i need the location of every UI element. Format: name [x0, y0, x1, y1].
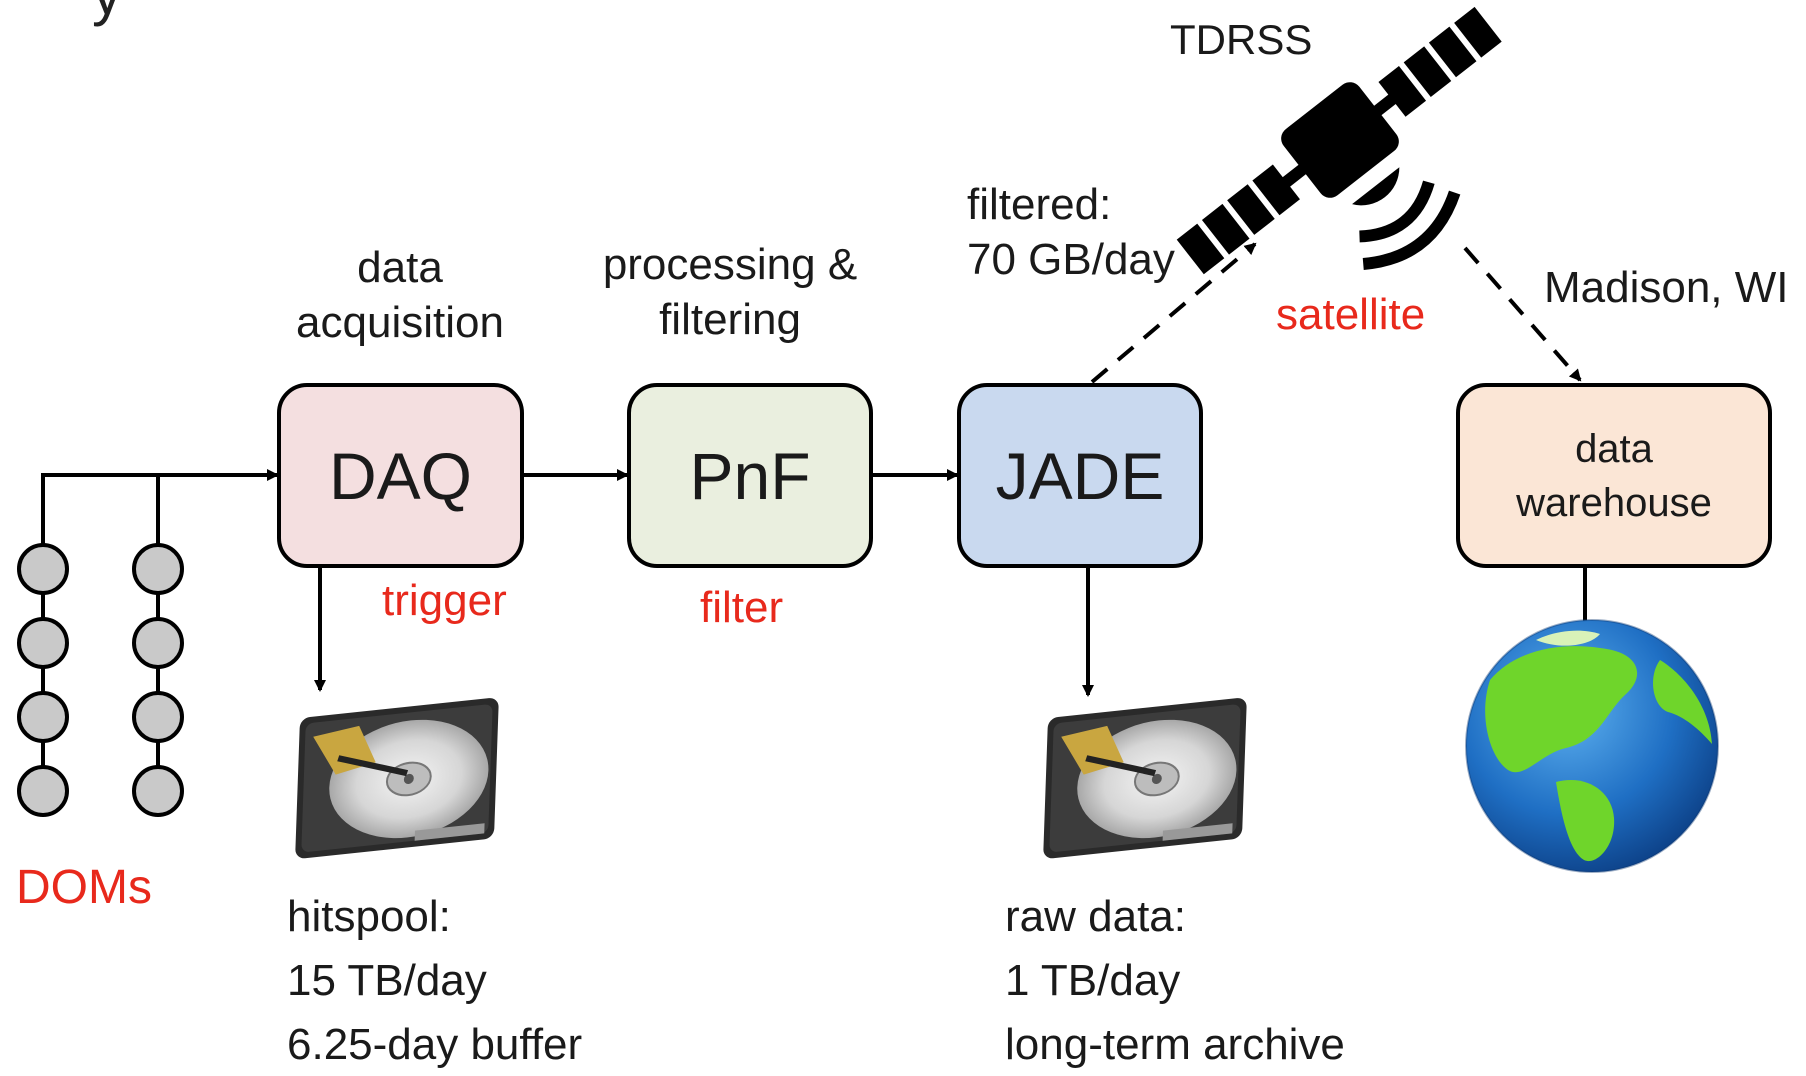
jade-box[interactable]: JADE [957, 383, 1203, 568]
trigger-label: trigger [382, 576, 507, 625]
doms-label: DOMs [16, 861, 152, 914]
warehouse-box[interactable]: data warehouse [1456, 383, 1772, 568]
raw-line1: raw data: [1005, 892, 1186, 941]
satellite-label: satellite [1276, 290, 1426, 339]
filtered-line1: filtered: [967, 180, 1112, 229]
satellite-icon [1176, 6, 1502, 275]
hard-drive-icon [1043, 697, 1247, 859]
dom-strings [17, 473, 184, 817]
partial-title: y [92, 0, 122, 27]
raw-line3: long-term archive [1005, 1019, 1345, 1069]
hard-drive-icon [295, 697, 499, 859]
jade-label: JADE [995, 438, 1165, 513]
pnf-caption-line2: filtering [659, 295, 801, 344]
daq-caption: data acquisition [270, 240, 530, 350]
filter-label: filter [700, 583, 784, 632]
pnf-caption-line1: processing & [602, 240, 858, 289]
tdrss-label: TDRSS [1170, 16, 1313, 63]
hitspool-line1: hitspool: [287, 892, 451, 941]
madison-label: Madison, WI [1544, 263, 1789, 312]
daq-caption-line1: data [357, 243, 443, 292]
daq-caption-line2: acquisition [296, 298, 504, 347]
hitspool-line2: 15 TB/day [287, 955, 487, 1005]
globe-icon [1465, 619, 1719, 873]
filtered-rate: filtered: 70 GB/day [967, 177, 1175, 287]
daq-label: DAQ [328, 438, 473, 513]
hitspool-description: hitspool: 15 TB/day 6.25-day buffer [287, 885, 582, 1076]
arrow-jade-to-satellite [1090, 242, 1257, 384]
raw-line2: 1 TB/day [1005, 955, 1181, 1005]
warehouse-label-line1: data [1575, 426, 1653, 471]
arrow-satellite-to-warehouse [1463, 246, 1582, 382]
dom-circles [17, 543, 184, 817]
raw-data-description: raw data: 1 TB/day long-term archive [1005, 885, 1345, 1076]
pnf-label: PnF [689, 438, 811, 513]
hitspool-line3: 6.25-day buffer [287, 1019, 583, 1069]
warehouse-label-line2: warehouse [1516, 480, 1712, 525]
pnf-caption: processing & filtering [580, 237, 880, 347]
daq-box[interactable]: DAQ [277, 383, 524, 568]
filtered-line2: 70 GB/day [967, 235, 1175, 284]
pnf-box[interactable]: PnF [627, 383, 873, 568]
